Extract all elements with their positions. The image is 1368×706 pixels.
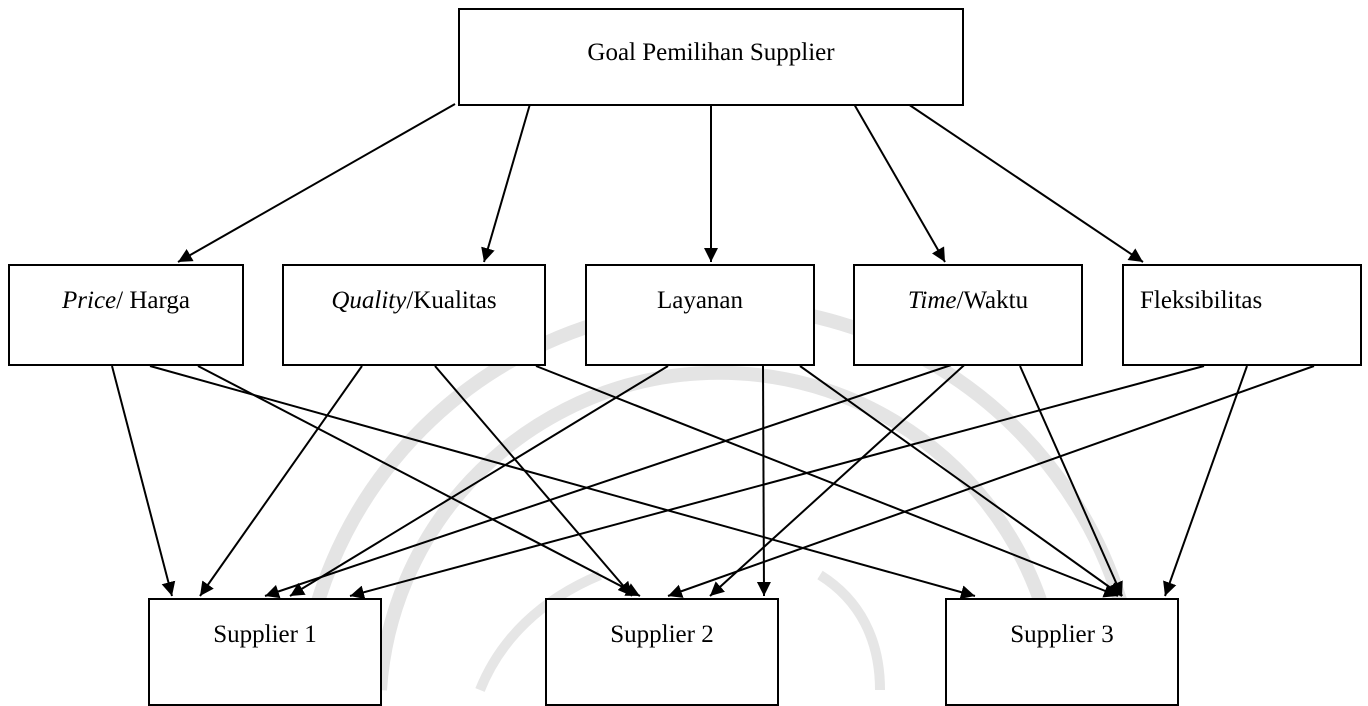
supplier-1-node: Supplier 1 — [148, 598, 382, 706]
supplier-2-label: Supplier 2 — [610, 621, 714, 648]
criterion-layanan-label: Layanan — [656, 287, 744, 314]
edge-time-to-supplier-3 — [1019, 365, 1123, 597]
criterion-quality-node: Quality/Kualitas — [282, 264, 546, 366]
edge-layanan-to-supplier-1 — [289, 365, 669, 597]
criterion-quality-label: /Kualitas — [406, 287, 497, 314]
edge-goal-to-fleksibilitas — [907, 103, 1144, 263]
edge-price-to-supplier-2 — [197, 365, 641, 597]
goal-node: Goal Pemilihan Supplier — [458, 8, 964, 106]
supplier-3-label: Supplier 3 — [1010, 621, 1114, 648]
goal-label: Goal Pemilihan Supplier — [587, 39, 835, 66]
edge-price-to-supplier-1 — [111, 365, 176, 597]
edge-layanan-to-supplier-3 — [799, 365, 1123, 597]
supplier-1-label: Supplier 1 — [213, 621, 317, 648]
criterion-price-italic: Price — [62, 287, 117, 314]
edge-fleksibilitas-to-supplier-1 — [349, 365, 1205, 600]
edge-price-to-supplier-3 — [149, 365, 976, 599]
edge-fleksibilitas-to-supplier-2 — [667, 365, 1315, 598]
criterion-time-italic: Time — [907, 287, 957, 314]
criterion-time-node: Time/Waktu — [853, 264, 1083, 366]
edge-goal-to-quality — [481, 103, 531, 263]
criterion-fleksibilitas-label: Fleksibilitas — [1140, 287, 1263, 314]
criterion-fleksibilitas-node: Fleksibilitas — [1122, 264, 1362, 366]
edge-time-to-supplier-2 — [709, 357, 973, 597]
edge-goal-to-time — [853, 103, 946, 263]
edge-time-to-supplier-1 — [264, 357, 973, 599]
edge-quality-to-supplier-2 — [434, 365, 633, 597]
edge-goal-to-price — [177, 103, 456, 263]
supplier-2-node: Supplier 2 — [545, 598, 779, 706]
edge-fleksibilitas-to-supplier-3 — [1163, 365, 1248, 597]
criterion-quality-italic: Quality — [331, 287, 407, 314]
edge-quality-to-supplier-1 — [199, 365, 363, 597]
criterion-layanan-node: Layanan — [585, 264, 815, 366]
criterion-time-label: /Waktu — [956, 287, 1029, 314]
criterion-price-node: Price/ Harga — [8, 264, 244, 366]
edge-layanan-to-supplier-2 — [756, 365, 771, 597]
edge-quality-to-supplier-3 — [535, 365, 1119, 598]
supplier-3-node: Supplier 3 — [945, 598, 1179, 706]
criterion-price-label: / Harga — [116, 287, 190, 314]
